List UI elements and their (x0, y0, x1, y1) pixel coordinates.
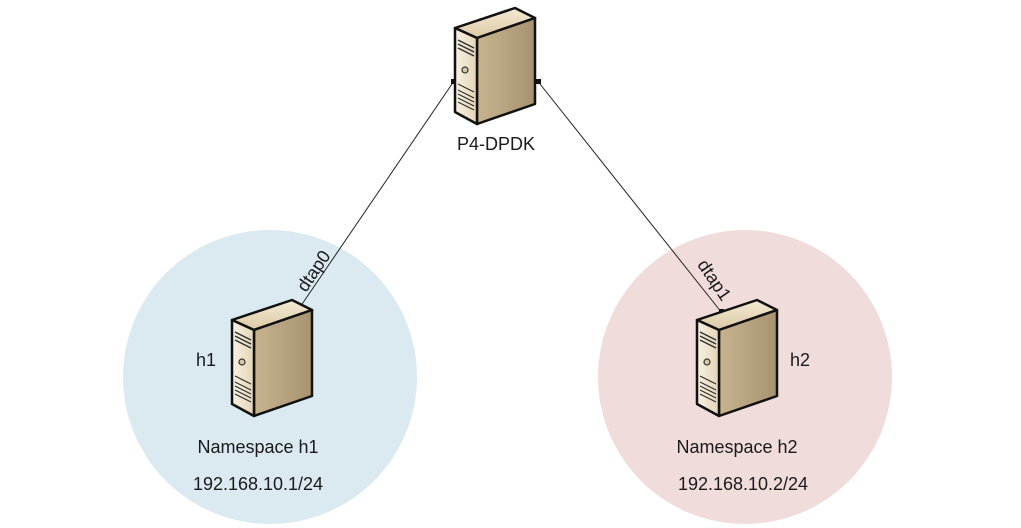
switch-server-icon (453, 6, 537, 126)
h1-ip-label: 192.168.10.1/24 (193, 474, 323, 494)
switch-label: P4-DPDK (457, 134, 535, 154)
h2-server-icon (695, 298, 779, 418)
namespace-h2-label: Namespace h2 (676, 437, 797, 457)
namespace-h1-label: Namespace h1 (197, 437, 318, 457)
h1-label: h1 (196, 350, 216, 370)
h1-server-icon (230, 298, 314, 418)
link-h2-switch (539, 83, 723, 314)
link-h1-switch (295, 83, 453, 314)
h2-label: h2 (790, 350, 810, 370)
h2-ip-label: 192.168.10.2/24 (678, 474, 808, 494)
